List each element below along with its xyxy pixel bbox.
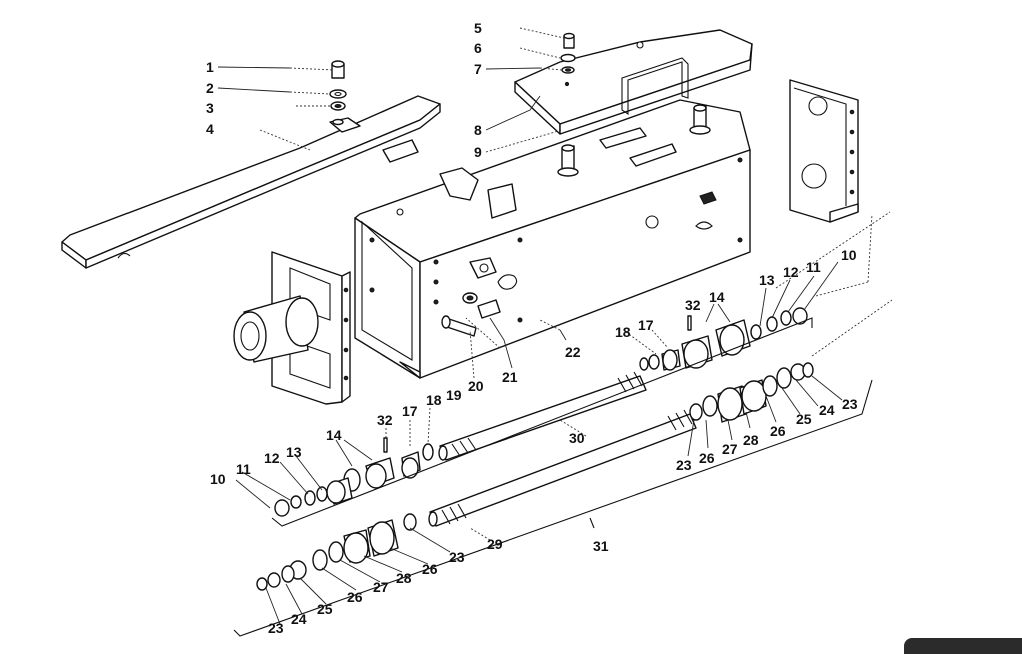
callout-5: 5 [474,20,482,36]
callout-27-lower: 27 [373,579,389,595]
callout-8: 8 [474,122,482,138]
callout-26-right-a: 26 [770,423,786,439]
callout-22: 22 [565,344,581,360]
callout-18-right: 18 [615,324,631,340]
callout-13-right: 13 [759,272,775,288]
callout-23-lower-mid: 23 [449,549,465,565]
callout-23-right-a: 23 [842,396,858,412]
callout-3: 3 [206,100,214,116]
callout-25-lower: 25 [317,601,333,617]
callout-17-right: 17 [638,317,654,333]
viewer-corner-overlay[interactable] [904,638,1022,654]
callout-30: 30 [569,430,585,446]
callout-26-lower-b: 26 [347,589,363,605]
callout-4: 4 [206,121,214,137]
callout-21: 21 [502,369,518,385]
callout-24-right: 24 [819,402,835,418]
callout-2: 2 [206,80,214,96]
callout-20: 20 [468,378,484,394]
callout-1: 1 [206,59,214,75]
bolt-washer-set-top [560,32,576,87]
callout-28-right: 28 [743,432,759,448]
callout-23-right-b: 23 [676,457,692,473]
lower-shaft-assembly [256,362,814,591]
left-end-plate-part [233,251,351,405]
main-box-frame-part [354,99,751,379]
callout-9: 9 [474,144,482,160]
callout-18-left: 18 [426,392,442,408]
callout-26-lower-a: 26 [422,561,438,577]
leader-lines [217,27,843,625]
upper-shaft-assembly [274,307,808,517]
callout-12-left: 12 [264,450,280,466]
bolt-washer-set-left [329,60,347,126]
callout-25-right: 25 [796,411,812,427]
callout-32-left: 32 [377,412,393,428]
right-end-plate-part [789,79,859,223]
callout-28-lower: 28 [396,570,412,586]
assembly-brackets [233,211,893,637]
channel-beam-part [61,95,441,269]
callout-17-left: 17 [402,403,418,419]
callout-11-right: 11 [806,259,821,275]
callout-32-right: 32 [685,297,701,313]
callout-10-left: 10 [210,471,226,487]
callout-23-lower-end: 23 [268,620,284,636]
callout-11-left: 11 [236,461,251,477]
callout-24-lower: 24 [291,611,307,627]
callout-10-right: 10 [841,247,857,263]
callout-12-right: 12 [783,264,799,280]
callout-27-right: 27 [722,441,738,457]
callout-26-right-b: 26 [699,450,715,466]
callout-29: 29 [487,536,503,552]
stud-and-bolt-parts [441,292,501,337]
callout-14-left: 14 [326,427,342,443]
callout-6: 6 [474,40,482,56]
callout-13-left: 13 [286,444,302,460]
callout-7: 7 [474,61,482,77]
callout-14-right: 14 [709,289,725,305]
callout-31: 31 [593,538,609,554]
callout-19: 19 [446,387,462,403]
callout-labels: 1 2 3 4 5 6 7 8 9 10 11 12 13 14 32 17 1… [206,20,858,636]
